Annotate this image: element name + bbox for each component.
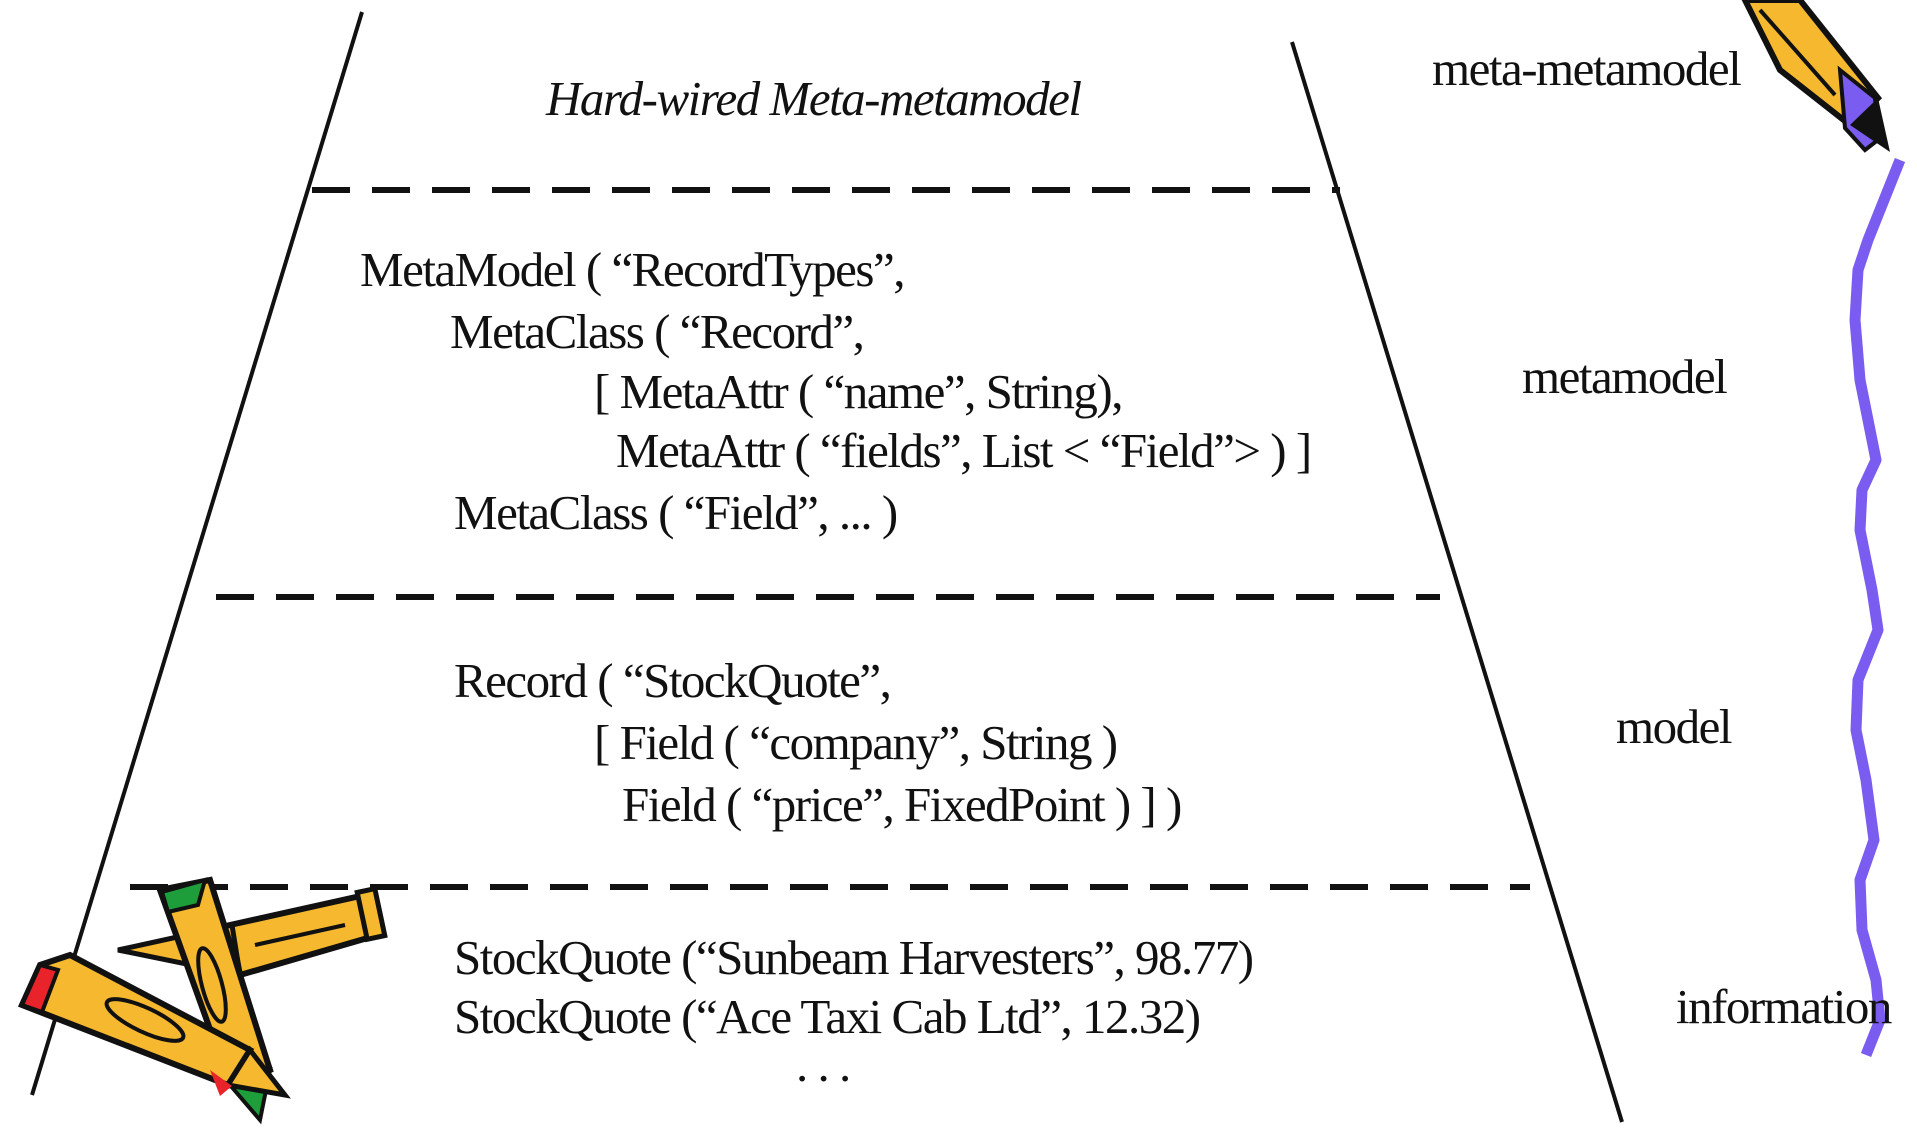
crossed-pencils-icon	[17, 876, 388, 1125]
diagram-title: Hard-wired Meta-metamodel	[546, 71, 1082, 126]
level-label-meta-metamodel: meta-metamodel	[1432, 41, 1742, 96]
metamodel-code-line-1: MetaModel ( “RecordTypes”,	[360, 242, 906, 297]
model-code-line-2: [ Field ( “company”, String )	[594, 715, 1118, 770]
wavy-arrow-line	[1849, 157, 1906, 1058]
metamodel-code-line-4: MetaAttr ( “fields”, List < “Field”> ) ]	[616, 423, 1312, 478]
model-code-line-3: Field ( “price”, FixedPoint ) ] )	[622, 777, 1182, 832]
trapezoid-left-edge	[30, 11, 364, 1096]
metamodel-code-line-3: [ MetaAttr ( “name”, String),	[594, 364, 1123, 419]
level-label-model: model	[1616, 699, 1732, 754]
information-code-line-1: StockQuote (“Sunbeam Harvesters”, 98.77)	[454, 930, 1254, 985]
metamodel-code-line-2: MetaClass ( “Record”,	[450, 304, 865, 359]
model-code-line-1: Record ( “StockQuote”,	[454, 653, 892, 708]
information-code-line-2: StockQuote (“Ace Taxi Cab Ltd”, 12.32)	[454, 989, 1201, 1044]
pencil-icon	[1741, 0, 1890, 153]
level-label-metamodel: metamodel	[1522, 349, 1728, 404]
information-ellipsis: . . .	[796, 1037, 851, 1092]
level-label-information: information	[1676, 979, 1892, 1034]
metamodel-code-line-5: MetaClass ( “Field”, ... )	[454, 485, 898, 540]
trapezoid-right-edge	[1290, 41, 1624, 1123]
